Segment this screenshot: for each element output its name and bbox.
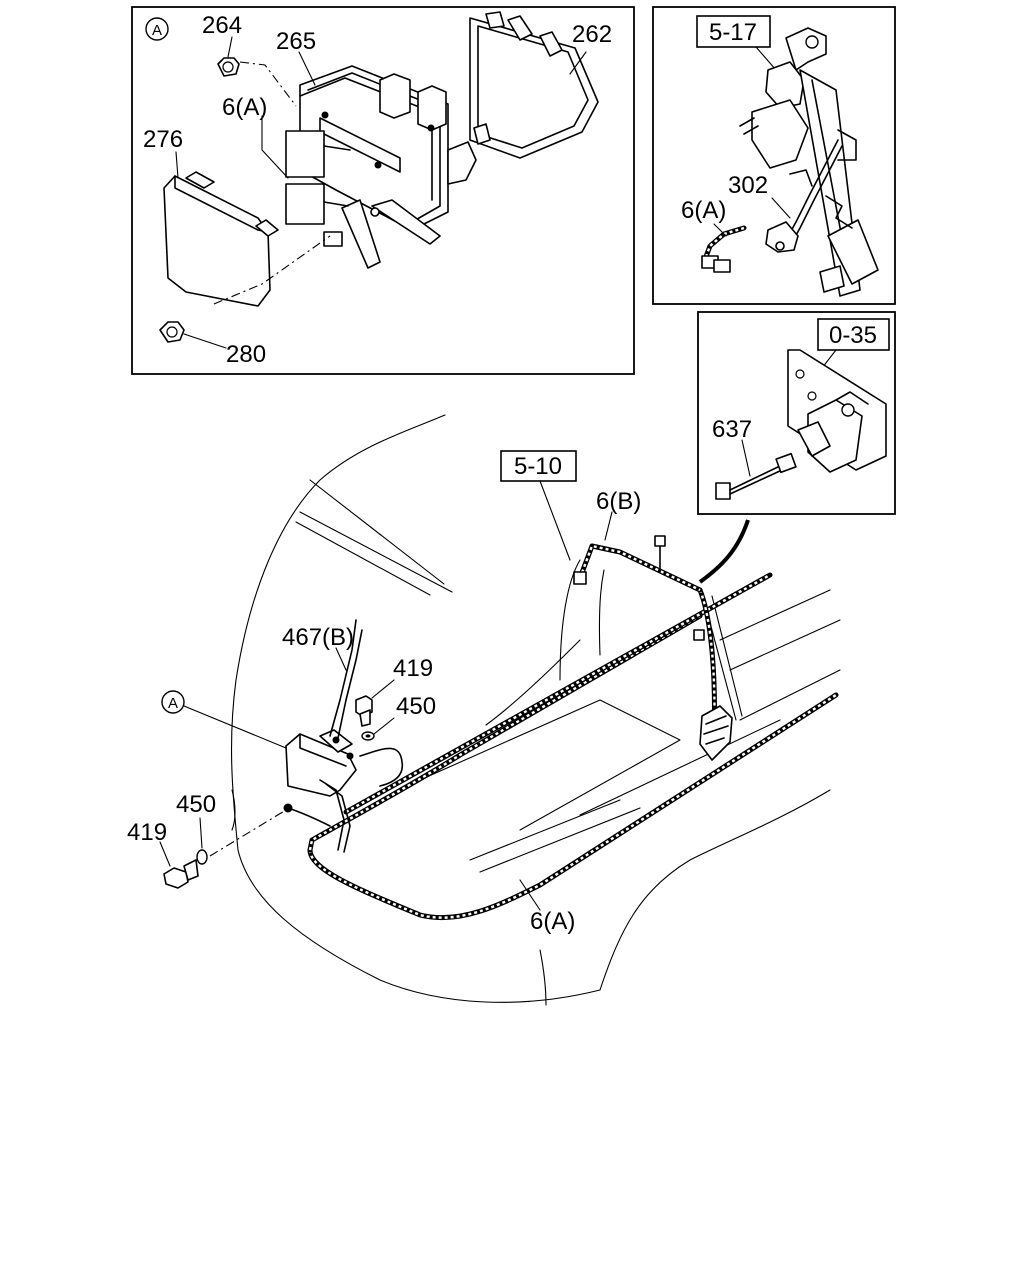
detail-517-panel: 5-17 [652,6,896,305]
main-view: 5-10 [127,414,841,1006]
label-450-upper: 450 [396,693,436,720]
bolt-419-lower [163,859,199,889]
detail-a-panel: A [131,6,635,375]
ref-510: 5-10 [514,453,562,480]
harness-6b-main [573,535,705,641]
detail-a-frame [131,6,635,375]
label-280: 280 [226,341,266,368]
washer-450-upper [361,731,375,741]
label-6a-main: 6(A) [530,908,575,935]
label-276: 276 [143,126,183,153]
nut-264 [217,57,240,77]
label-6a-detail: 6(A) [222,94,267,121]
ref-517: 5-17 [709,19,757,46]
ref-box-035 [817,318,890,351]
marker-a-main: A [161,690,185,714]
relay-box-265 [299,65,477,269]
relay-box-main [285,619,404,853]
svg-text:A: A [152,22,162,39]
ref-box-517 [696,15,771,48]
bolt-419-upper [355,695,373,727]
label-265: 265 [276,28,316,55]
label-262: 262 [572,21,612,48]
washer-450-lower [196,849,208,865]
bracket-switch-assembly [787,349,887,473]
wire-637 [715,452,797,500]
label-467b: 467(B) [282,624,354,651]
label-302: 302 [728,172,768,199]
ref-box-510 [500,450,577,482]
label-637: 637 [712,416,752,443]
cab-body [230,414,841,1006]
label-419-lower: 419 [127,819,167,846]
cover-262 [469,11,599,159]
harness-6a-517 [701,225,747,273]
svg-text:A: A [168,695,178,712]
harness-302 [765,139,843,253]
detail-517-frame [652,6,896,305]
label-264: 264 [202,12,242,39]
label-6b: 6(B) [596,488,641,515]
connector-bunch [699,705,733,761]
steering-column-assembly [739,27,879,297]
label-6a-517: 6(A) [681,197,726,224]
nut-280 [159,321,185,343]
detail-a-marker: A [145,17,169,41]
detail-035-panel: 0-35 637 [697,311,896,515]
ref-035: 0-35 [829,322,877,349]
label-450-lower: 450 [176,791,216,818]
connector-6a-detail [285,130,351,247]
lid-276 [163,171,279,307]
detail-035-frame [697,311,896,515]
label-419-upper: 419 [393,655,433,682]
harness-6a-main [307,572,839,921]
